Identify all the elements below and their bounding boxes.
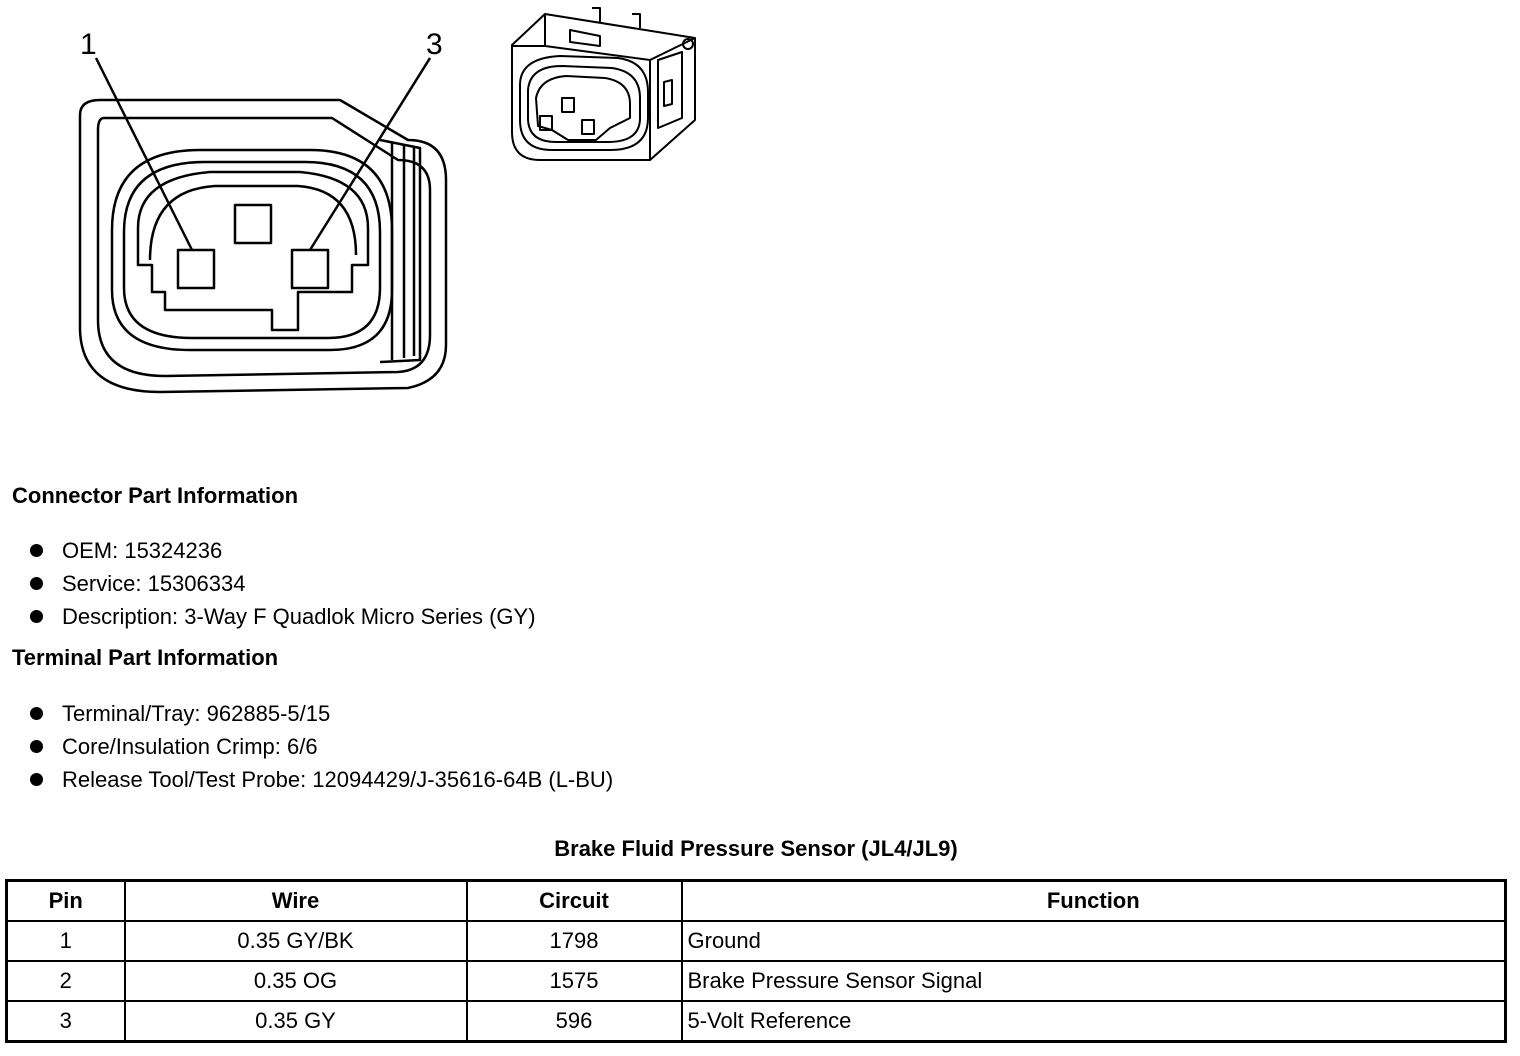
list-item: Description: 3-Way F Quadlok Micro Serie… [30, 600, 536, 633]
cell-circuit: 596 [465, 1000, 683, 1043]
pinout-table: Pin Wire Circuit Function 1 0.35 GY/BK 1… [5, 879, 1507, 1043]
header-circuit: Circuit [465, 879, 683, 922]
connector-cavity [110, 148, 394, 352]
terminal-3 [290, 248, 330, 290]
cell-pin: 3 [5, 1000, 126, 1043]
bullet-icon [30, 707, 43, 720]
connector-info-title: Connector Part Information [12, 483, 299, 508]
pin-label-1: 1 [80, 28, 97, 61]
header-function: Function [680, 879, 1507, 922]
cell-circuit: 1798 [465, 920, 683, 962]
terminal-info-list: Terminal/Tray: 962885-5/15 Core/Insulati… [30, 697, 613, 796]
cell-function: 5-Volt Reference [680, 1000, 1507, 1043]
terminal-1 [176, 248, 216, 290]
connector-outer-housing [78, 98, 448, 394]
connector-info-list: OEM: 15324236 Service: 15306334 Descript… [30, 534, 536, 633]
cell-wire: 0.35 GY/BK [123, 920, 468, 962]
cell-function: Brake Pressure Sensor Signal [680, 960, 1507, 1002]
leader-line-3 [308, 57, 432, 251]
connector-3d-view [511, 7, 696, 161]
bullet-icon [30, 610, 43, 623]
leader-line-1 [94, 57, 194, 251]
list-item: Terminal/Tray: 962885-5/15 [30, 697, 613, 730]
list-item: Core/Insulation Crimp: 6/6 [30, 730, 613, 763]
table-header-row: Pin Wire Circuit Function [5, 879, 1507, 922]
bullet-icon [30, 577, 43, 590]
header-pin: Pin [5, 879, 126, 922]
table-row: 3 0.35 GY 596 5-Volt Reference [5, 1000, 1507, 1043]
list-item: OEM: 15324236 [30, 534, 536, 567]
bullet-icon [30, 773, 43, 786]
cell-wire: 0.35 GY [123, 1000, 468, 1043]
list-item: Release Tool/Test Probe: 12094429/J-3561… [30, 763, 613, 796]
list-item: Service: 15306334 [30, 567, 536, 600]
cell-circuit: 1575 [465, 960, 683, 1002]
terminal-2 [233, 203, 273, 245]
cell-wire: 0.35 OG [123, 960, 468, 1002]
table-row: 1 0.35 GY/BK 1798 Ground [5, 920, 1507, 962]
bullet-icon [30, 740, 43, 753]
bullet-icon [30, 544, 43, 557]
table-row: 2 0.35 OG 1575 Brake Pressure Sensor Sig… [5, 960, 1507, 1002]
table-title: Brake Fluid Pressure Sensor (JL4/JL9) [554, 836, 958, 861]
pin-label-3: 3 [426, 28, 443, 61]
terminal-info-title: Terminal Part Information [12, 645, 279, 670]
cell-pin: 1 [5, 920, 126, 962]
connector-diagram: 1 3 [78, 7, 696, 394]
header-wire: Wire [123, 879, 468, 922]
cell-function: Ground [680, 920, 1507, 962]
cell-pin: 2 [5, 960, 126, 1002]
